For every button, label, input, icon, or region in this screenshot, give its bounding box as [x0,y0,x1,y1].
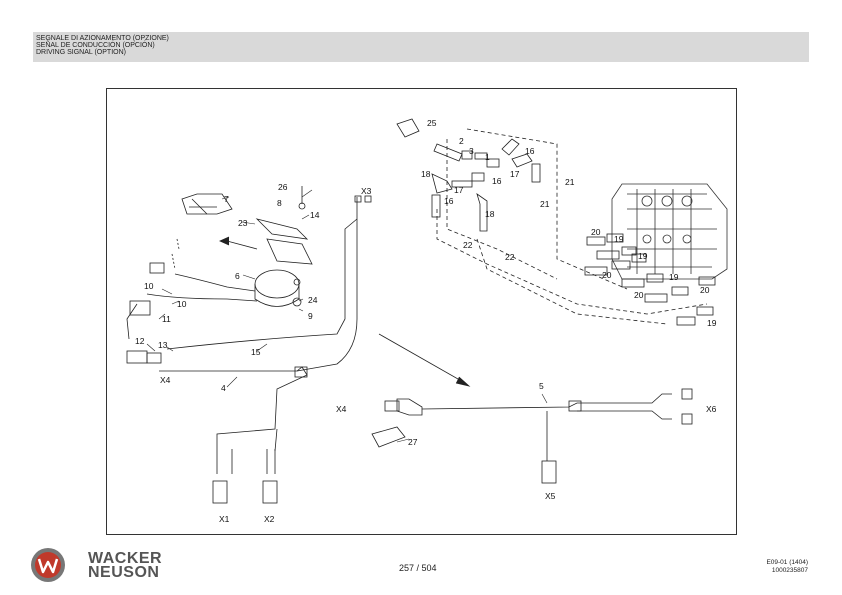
callout-16-c: 16 [444,196,454,206]
callout-20-d: 20 [700,285,710,295]
callout-9: 9 [308,311,313,321]
callout-7: 7 [224,194,229,204]
fittings-lower-right [584,233,716,326]
callout-16-b: 16 [492,176,502,186]
connector-x5: X5 [545,491,556,501]
page-header: SEGNALE DI AZIONAMENTO (OPZIONE) SEÑAL D… [33,32,809,62]
callout-19-b: 19 [638,251,648,261]
header-title-it: SEGNALE DI AZIONAMENTO (OPZIONE) [36,35,169,42]
callout-26: 26 [278,182,288,192]
document-code-revision: E09-01 (1404) [766,559,808,566]
callout-27: 27 [408,437,418,447]
header-title-es: SEÑAL DE CONDUCCIÓN (OPCIÓN) [36,42,155,50]
page-number: 257 / 504 [399,563,437,573]
callout-13: 13 [158,340,168,350]
callout-1: 1 [485,152,490,162]
connector-x4-right: X4 [336,404,347,414]
exploded-diagram: 25 2 3 1 16 17 16 21 18 17 16 18 21 22 2… [106,88,737,535]
valve-block [611,183,728,280]
callout-17-b: 17 [454,185,464,195]
callout-21-a: 21 [565,177,575,187]
wacker-neuson-logo-icon [31,548,65,582]
callout-10-a: 10 [144,281,154,291]
connector-x4-left: X4 [160,375,171,385]
callout-15: 15 [251,347,261,357]
brand-name: WACKER NEUSON [88,550,163,581]
callout-21-b: 21 [540,199,550,209]
brand-line-2: NEUSON [88,564,160,581]
connector-x3: X3 [361,186,372,196]
wiring-harness [126,195,372,504]
callout-16-a: 16 [525,146,535,156]
right-harness [371,388,693,484]
brand-line-1: WACKER [88,550,163,567]
callout-20-a: 20 [591,227,601,237]
callout-20-b: 20 [602,270,612,280]
document-code-number: 1000235807 [771,567,808,574]
diagram-drawing: 25 2 3 1 16 17 16 21 18 17 16 18 21 22 2… [126,118,728,524]
header-title-en: DRIVING SIGNAL (OPTION) [36,49,126,57]
callout-22-a: 22 [463,240,473,250]
callout-18-a: 18 [421,169,431,179]
callout-25: 25 [427,118,437,128]
callout-23: 23 [238,218,248,228]
callout-4: 4 [221,383,226,393]
callout-17-a: 17 [510,169,520,179]
callout-labels: 25 2 3 1 16 17 16 21 18 17 16 18 21 22 2… [135,118,717,524]
callout-12: 12 [135,336,145,346]
callout-18-b: 18 [485,209,495,219]
fittings-cluster [396,118,541,232]
callout-19-a: 19 [614,234,624,244]
callout-20-c: 20 [634,290,644,300]
callout-5: 5 [539,381,544,391]
callout-6: 6 [235,271,240,281]
callout-19-c: 19 [669,272,679,282]
callout-10-b: 10 [177,299,187,309]
callout-3: 3 [469,146,474,156]
connector-x2: X2 [264,514,275,524]
callout-14: 14 [310,210,320,220]
connector-x1: X1 [219,514,230,524]
callout-2: 2 [459,136,464,146]
connector-x6: X6 [706,404,717,414]
callout-8: 8 [277,198,282,208]
callout-19-d: 19 [707,318,717,328]
callout-24: 24 [308,295,318,305]
leader-lines [146,189,548,443]
solenoid-assembly [149,186,313,307]
callout-22-b: 22 [505,252,515,262]
callout-11: 11 [162,314,171,324]
document-code: E09-01 (1404) 1000235807 [766,559,808,575]
